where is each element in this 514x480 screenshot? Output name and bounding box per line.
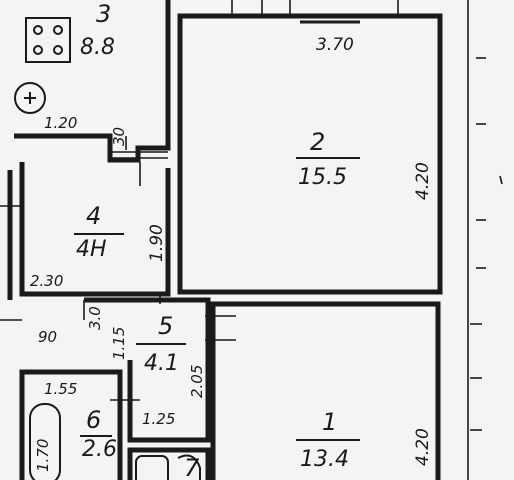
room-3-dim-a: 1.20 [44, 114, 77, 132]
room-5-dim-c: 3.0 [86, 306, 104, 330]
room-4-dim-h: 2.30 [30, 272, 63, 290]
room-2-number: 2 [310, 128, 325, 156]
room-5-walls [84, 297, 211, 443]
details [0, 0, 503, 480]
room-5-area: 4.1 [144, 351, 179, 376]
room-1-walls [210, 301, 441, 480]
room-3-area: 8.8 [80, 35, 115, 60]
room-4-dim-v: 1.90 [147, 224, 167, 262]
room-5-dim-a: 1.15 [110, 327, 128, 360]
room-5-dim-b: 2.05 [188, 365, 206, 398]
room-2-area: 15.5 [298, 165, 347, 190]
room-1-dim-v: 4.20 [413, 428, 433, 466]
sink-icon [14, 82, 46, 114]
stove-icon [25, 17, 71, 63]
room-2-dim-h: 3.70 [316, 35, 354, 55]
room-6-area: 2.6 [82, 437, 117, 462]
room-5-number: 5 [158, 312, 173, 340]
room-6-number: 6 [86, 406, 101, 434]
room-2-dim-v: 4.20 [413, 162, 433, 200]
room-2-walls [177, 13, 443, 295]
room-6-dim-c: 1.70 [34, 439, 52, 472]
room-5-dim-d: 90 [38, 328, 57, 346]
room-3-number: 3 [96, 0, 111, 28]
room-1-area: 13.4 [300, 447, 349, 472]
room-7-number: 7 [184, 454, 200, 480]
room-1-number: 1 [322, 408, 337, 436]
room-6-dim-a: 1.55 [44, 380, 77, 398]
room-7-walls [127, 447, 211, 480]
room-4-area: 4H [76, 237, 107, 262]
room-4-number: 4 [86, 202, 101, 230]
washbasin-icon [135, 454, 201, 480]
room-3-walls [14, 0, 171, 163]
room-5-dim-e: 1.25 [142, 410, 175, 428]
room-6-walls [19, 369, 123, 480]
room-4-walls [19, 162, 171, 297]
room-3-dim-b: 30 [110, 127, 128, 146]
bathtub-icon [29, 403, 61, 480]
walls [7, 0, 443, 480]
